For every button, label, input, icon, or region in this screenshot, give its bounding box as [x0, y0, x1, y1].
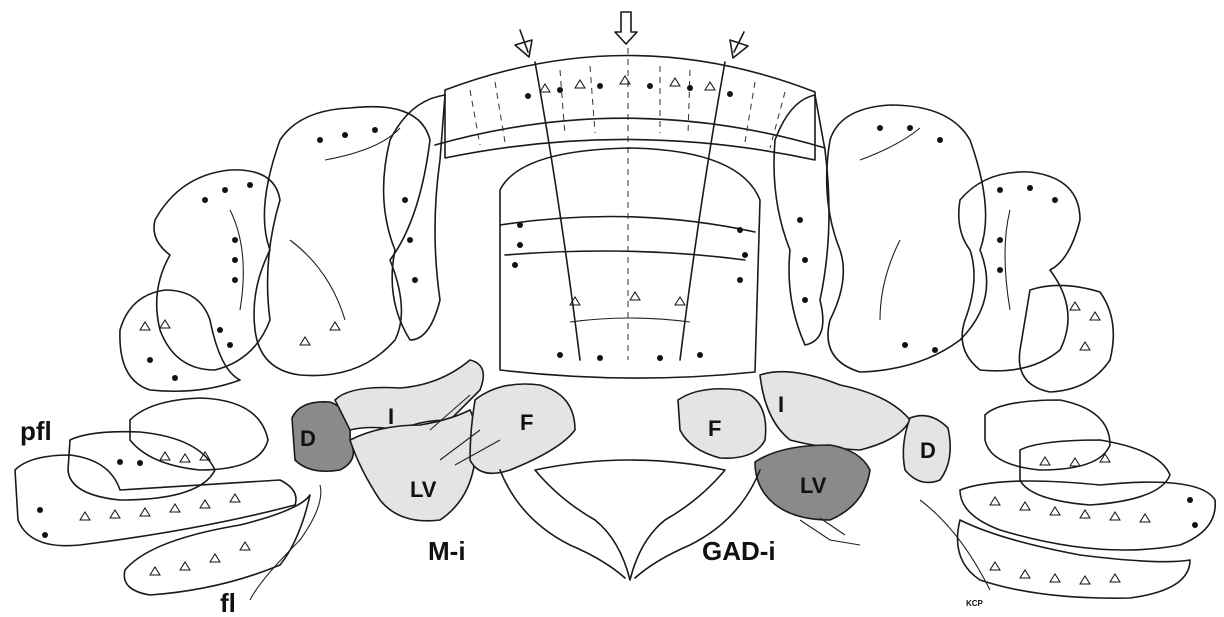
- right-deep-nuclei: [678, 372, 950, 545]
- left-hemisphere-cell-markers: [37, 127, 418, 575]
- right-nucleus-f: [678, 389, 766, 458]
- down-arrow-icon: [730, 32, 748, 58]
- arrow-icon-group: [515, 12, 748, 58]
- label-right-i: I: [778, 392, 784, 417]
- right-hemisphere-cell-markers: [797, 125, 1198, 584]
- label-right-lv: LV: [800, 473, 827, 498]
- vermis: [435, 48, 825, 378]
- label-gad-i: GAD-i: [702, 536, 776, 566]
- label-left-lv: LV: [410, 477, 437, 502]
- artist-signature: KCP: [966, 599, 984, 608]
- right-hemisphere: [774, 95, 1215, 598]
- label-pfl: pfl: [20, 416, 52, 446]
- down-arrow-icon: [515, 30, 532, 57]
- label-right-d: D: [920, 438, 936, 463]
- label-right-f: F: [708, 416, 721, 441]
- down-arrow-icon: [615, 12, 637, 44]
- label-left-d: D: [300, 426, 316, 451]
- label-fl: fl: [220, 588, 236, 617]
- label-left-f: F: [520, 410, 533, 435]
- label-left-i: I: [388, 404, 394, 429]
- label-m-i: M-i: [428, 536, 466, 566]
